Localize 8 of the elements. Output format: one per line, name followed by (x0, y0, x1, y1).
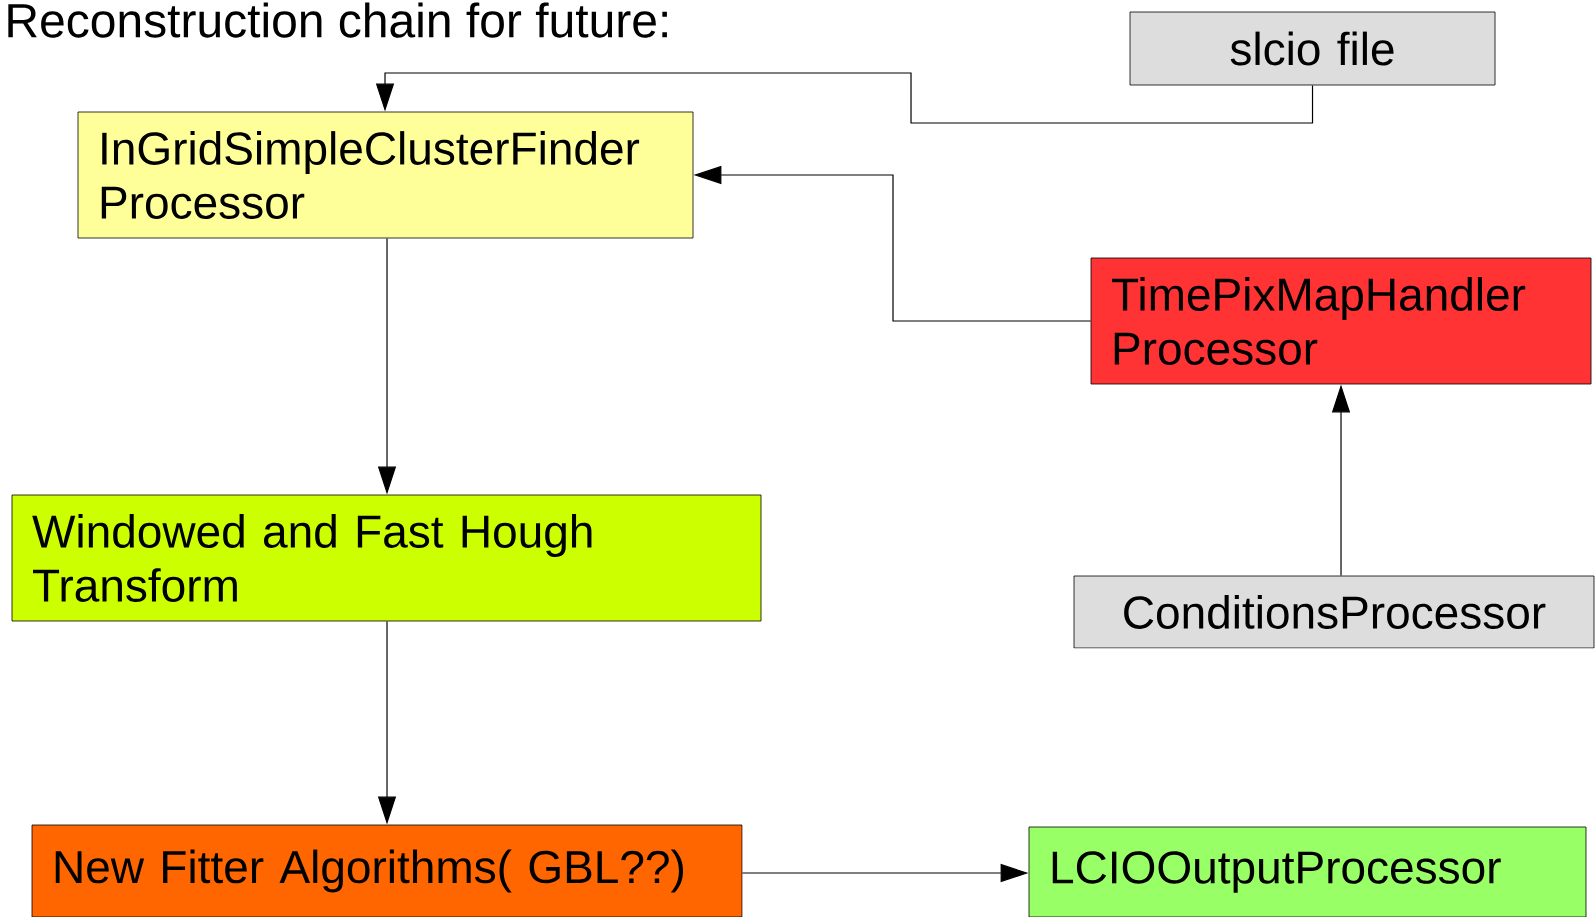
process-box: Windowed and Fast Hough Transform (11, 494, 762, 622)
process-box: LCIOOutputProcessor (1028, 826, 1587, 917)
process-box: InGridSimpleClusterFinder Processor (77, 111, 694, 239)
process-box: ConditionsProcessor (1073, 575, 1595, 649)
process-box: slcio file (1129, 11, 1496, 86)
process-box: TimePixMapHandler Processor (1090, 257, 1592, 385)
process-box: New Fitter Algorithms( GBL??) (31, 824, 743, 917)
title: Reconstruction chain for future: (8, 2, 667, 38)
